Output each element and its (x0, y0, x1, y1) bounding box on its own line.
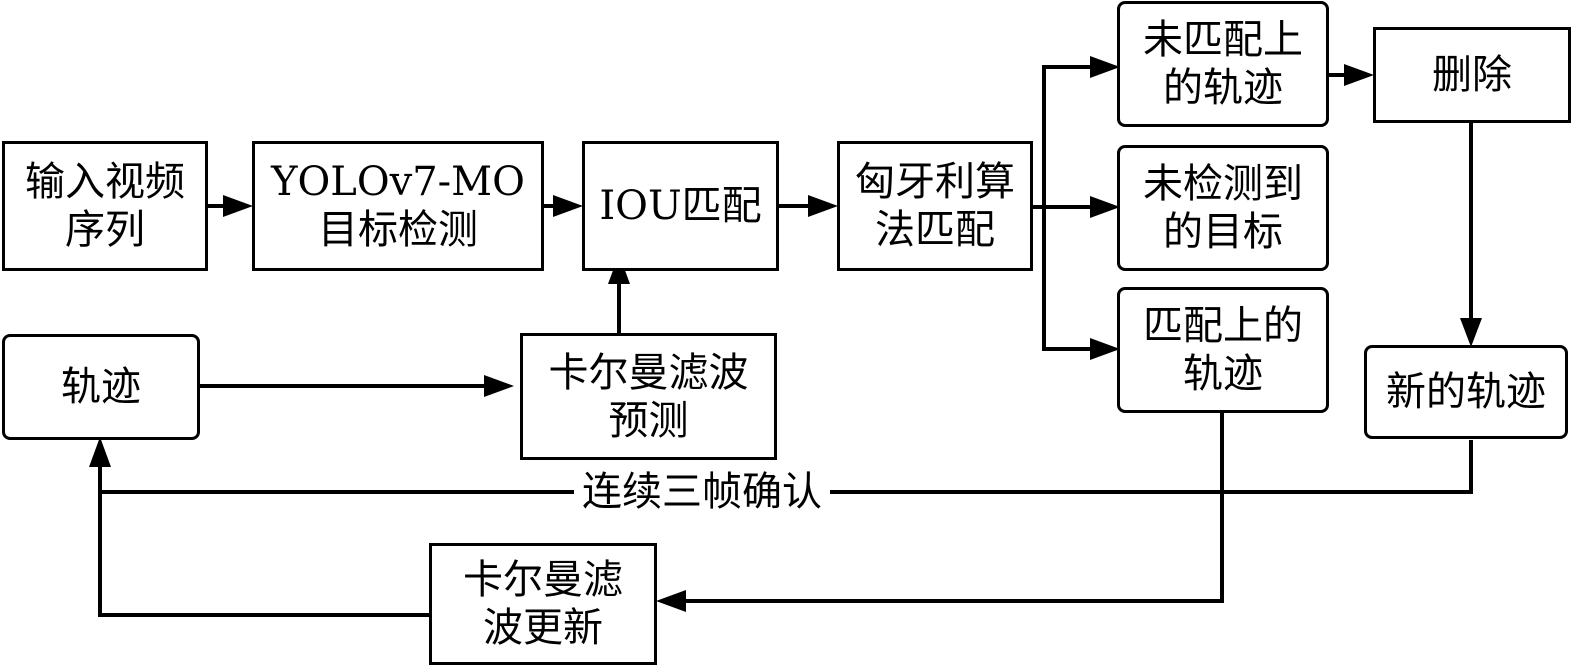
edge-hungarian-matched (1042, 207, 1092, 351)
node-text: 波更新 (483, 605, 603, 651)
node-text: 未匹配上 (1143, 17, 1303, 63)
node-text: IOU匹配 (599, 183, 762, 229)
node-text: 轨迹 (61, 364, 141, 410)
node-text: 卡尔曼滤 (463, 557, 623, 603)
node-delete: 删除 (1373, 27, 1571, 123)
node-tracks: 轨迹 (2, 334, 200, 440)
node-text: 未检测到 (1143, 161, 1303, 207)
node-hungarian-matching: 匈牙利算 法匹配 (837, 141, 1033, 271)
node-text: 轨迹 (1183, 351, 1263, 397)
node-undetected-targets: 未检测到 的目标 (1117, 145, 1329, 271)
arrowhead-icon (1344, 64, 1374, 86)
arrowhead-icon (1460, 318, 1482, 347)
node-new-tracks: 新的轨迹 (1364, 345, 1568, 439)
node-text: 新的轨迹 (1386, 369, 1546, 415)
node-text: 法匹配 (875, 207, 995, 253)
node-text: 目标检测 (318, 207, 478, 253)
node-text: 输入视频 (25, 159, 185, 205)
arrowhead-icon (1090, 196, 1120, 218)
arrowhead-icon (1090, 338, 1120, 360)
node-kalman-update: 卡尔曼滤 波更新 (429, 543, 657, 665)
arrowhead-icon (1090, 56, 1120, 78)
arrowhead-icon (553, 195, 583, 217)
node-text: 匈牙利算 (855, 159, 1015, 205)
node-text: 匹配上的 (1143, 303, 1303, 349)
arrowhead-icon (808, 195, 838, 217)
node-text: 预测 (608, 397, 689, 444)
node-text: 删除 (1432, 52, 1512, 98)
node-text: YOLOv7-MO (271, 159, 525, 205)
confirm-label: 连续三帧确认 (574, 472, 830, 512)
node-unmatched-tracks: 未匹配上 的轨迹 (1117, 1, 1329, 127)
node-yolo-detection: YOLOv7-MO 目标检测 (252, 141, 544, 271)
node-input-video-sequence: 输入视频 序列 (2, 141, 208, 271)
node-kalman-predict: 卡尔曼滤波 预测 (520, 333, 777, 460)
arrowhead-icon (223, 195, 253, 217)
arrowhead-icon (484, 375, 514, 397)
edge-matched-kalman-update (684, 410, 1224, 603)
arrowhead-icon (89, 437, 111, 467)
node-text: 的轨迹 (1163, 65, 1283, 111)
node-iou-matching: IOU匹配 (582, 141, 779, 271)
arrowhead-icon (656, 590, 686, 612)
node-matched-tracks: 匹配上的 轨迹 (1117, 287, 1329, 413)
node-text: 卡尔曼滤波 (548, 349, 749, 396)
node-text: 序列 (65, 207, 145, 253)
edge-kalman-update-tracks (98, 492, 430, 617)
node-text: 的目标 (1163, 209, 1283, 255)
